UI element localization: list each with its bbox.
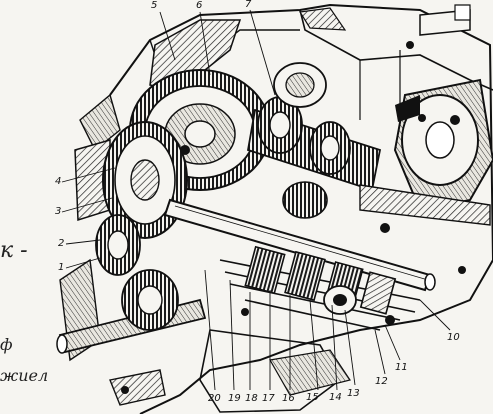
callout-12: 12 — [375, 376, 388, 387]
callout-20: 20 — [208, 393, 221, 404]
callout-4: 4 — [55, 176, 62, 187]
callout-1: 1 — [58, 262, 65, 273]
callout-17: 17 — [262, 393, 275, 404]
callout-3: 3 — [55, 206, 62, 217]
main-shaft — [163, 198, 436, 292]
output-shaft — [56, 269, 207, 406]
margin-note-3: жиел — [0, 366, 49, 385]
bevel-pinion — [95, 214, 141, 276]
callout-7: 7 — [245, 0, 252, 10]
callout-19: 19 — [228, 393, 241, 404]
callout-18: 18 — [245, 393, 258, 404]
hatched-casing-top — [298, 7, 347, 31]
callout-11: 11 — [395, 362, 408, 373]
leader-lines — [61, 9, 451, 391]
callout-16: 16 — [282, 393, 295, 404]
right-flange — [359, 78, 493, 226]
lower-housing-section — [199, 329, 342, 413]
margin-note-2: ф — [0, 335, 13, 354]
gear-cluster-lower — [244, 245, 397, 315]
fasteners — [121, 41, 466, 394]
countershaft-gears — [246, 62, 382, 219]
callout-15: 15 — [306, 392, 319, 403]
callout-14: 14 — [329, 392, 342, 403]
margin-note-1: к - — [0, 238, 28, 263]
callout-2: 2 — [58, 238, 65, 249]
callout-5: 5 — [151, 0, 158, 11]
callout-6: 6 — [196, 0, 203, 11]
callout-13: 13 — [347, 388, 360, 399]
callout-10: 10 — [447, 332, 460, 343]
oil-pan — [269, 349, 351, 396]
